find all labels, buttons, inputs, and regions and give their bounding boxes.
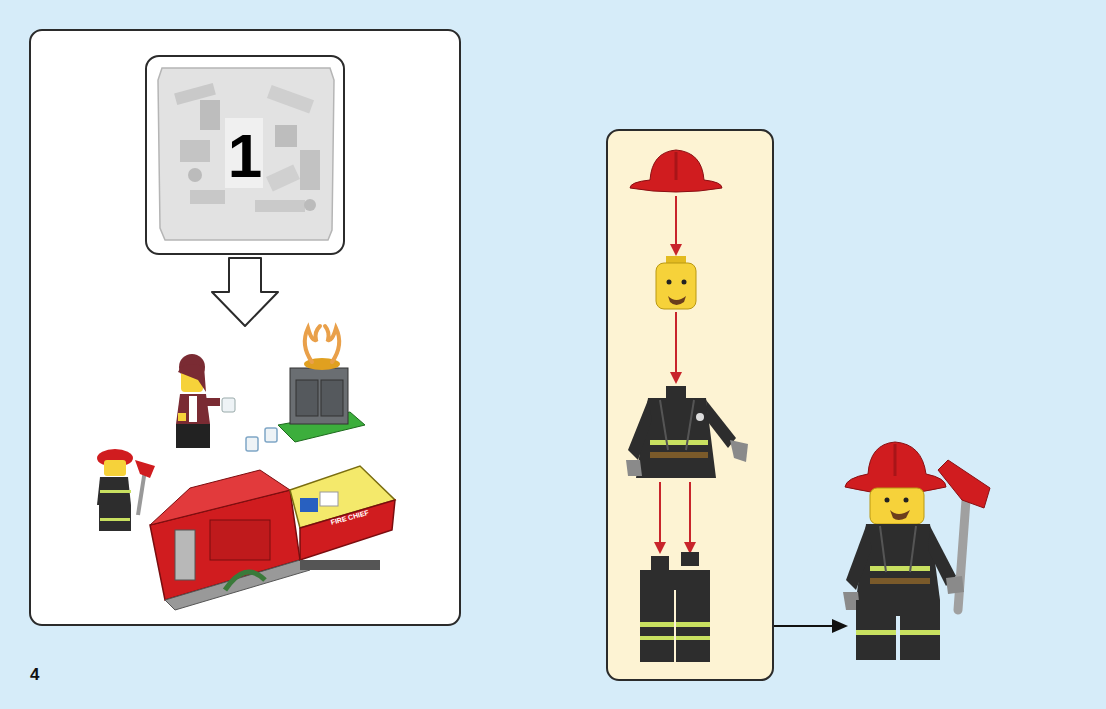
page-number: 4 [30,665,39,685]
bag-callout-box: 1 [145,55,345,255]
bag-number: 1 [228,120,262,191]
